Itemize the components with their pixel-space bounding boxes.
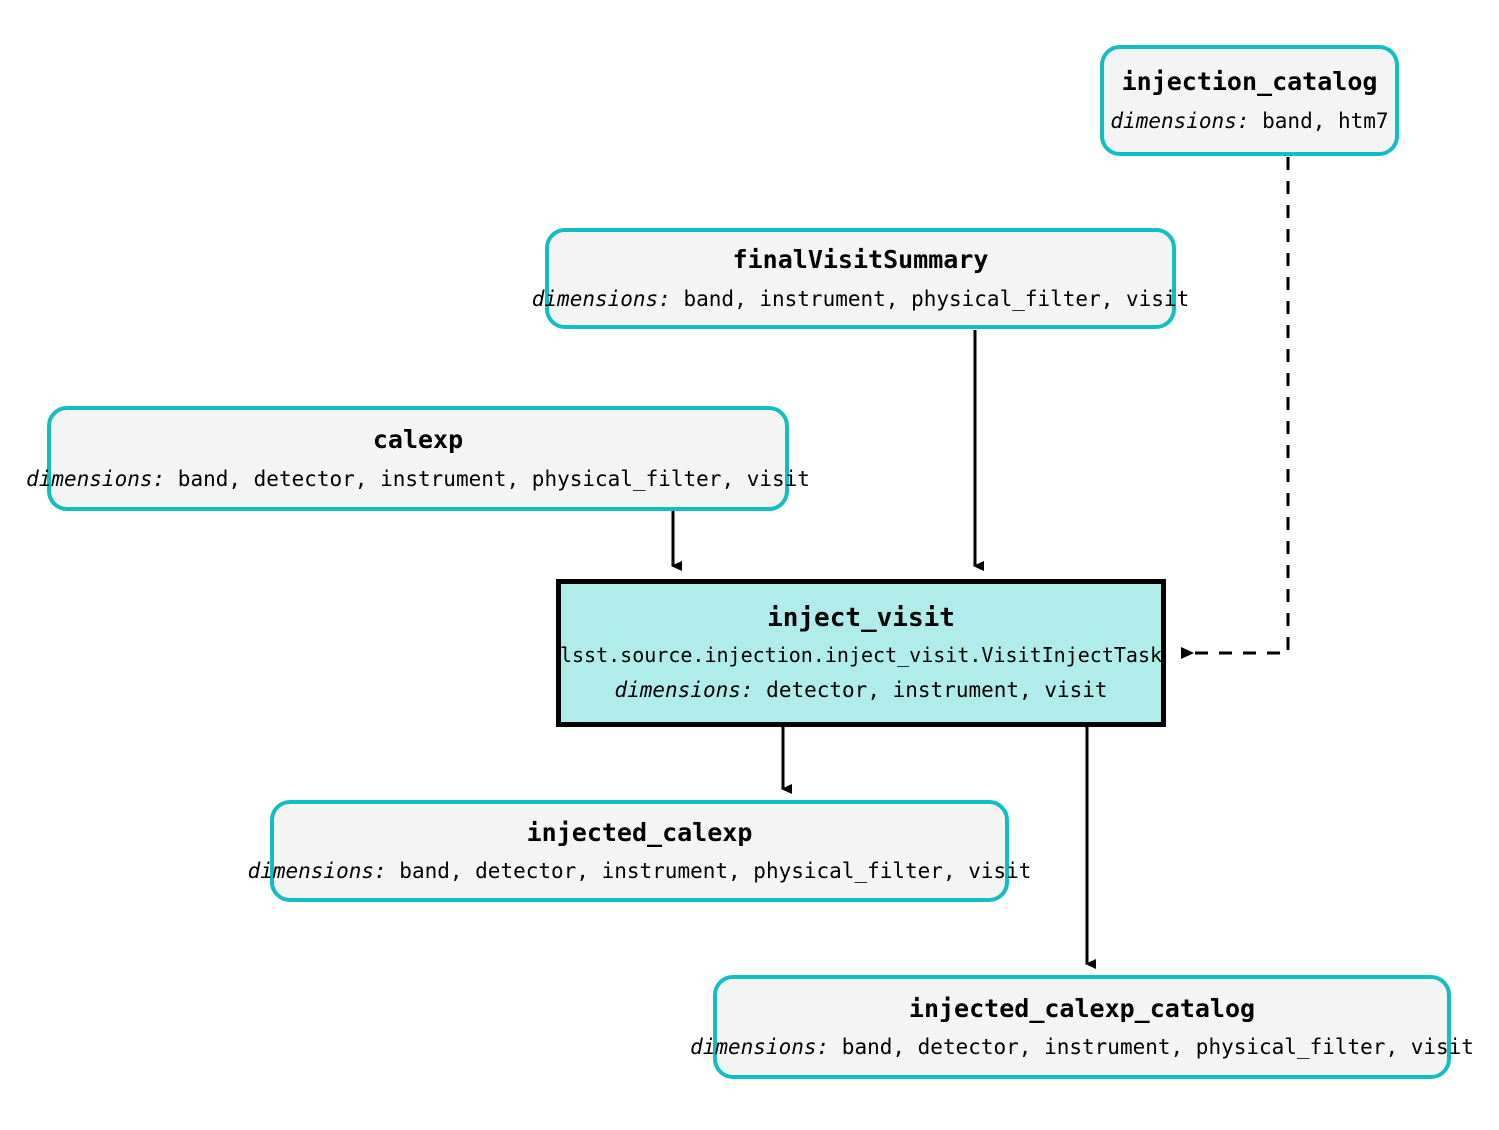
node-title: inject_visit: [767, 602, 955, 633]
dimensions-label: dimensions:: [531, 286, 671, 311]
dimensions-value: band, detector, instrument, physical_fil…: [399, 859, 1032, 884]
node-calexp[interactable]: calexp dimensions: band, detector, instr…: [26, 406, 810, 511]
node-injected-calexp[interactable]: injected_calexp dimensions: band, detect…: [248, 800, 1031, 902]
dimensions-label: dimensions:: [614, 678, 754, 703]
dimensions-value: band, instrument, physical_filter, visit: [683, 286, 1190, 311]
node-title: injected_calexp_catalog: [908, 993, 1256, 1023]
node-dimensions: dimensions: band, detector, instrument, …: [26, 467, 810, 491]
dimensions-value: band, htm7: [1262, 108, 1389, 133]
node-dimensions: dimensions: detector, instrument, visit: [614, 678, 1107, 702]
dimensions-value: band, detector, instrument, physical_fil…: [841, 1035, 1474, 1060]
node-dimensions: dimensions: band, detector, instrument, …: [690, 1035, 1474, 1059]
node-dimensions: dimensions: band, instrument, physical_f…: [532, 287, 1189, 311]
dimensions-label: dimensions:: [690, 1035, 830, 1060]
node-injection-catalog[interactable]: injection_catalog dimensions: band, htm7: [1100, 45, 1399, 156]
node-title: injected_calexp: [526, 817, 753, 847]
node-title: calexp: [372, 425, 464, 455]
dimensions-label: dimensions:: [1110, 108, 1250, 133]
node-class-name: lsst.source.injection.inject_visit.Visit…: [559, 643, 1163, 668]
node-title: injection_catalog: [1121, 67, 1378, 97]
node-injected-calexp-catalog[interactable]: injected_calexp_catalog dimensions: band…: [690, 975, 1474, 1079]
dimensions-label: dimensions:: [26, 466, 166, 491]
dimensions-value: band, detector, instrument, physical_fil…: [177, 466, 810, 491]
node-finalvisitsummary[interactable]: finalVisitSummary dimensions: band, inst…: [532, 228, 1189, 329]
node-title: finalVisitSummary: [732, 245, 989, 275]
node-inject-visit[interactable]: inject_visit lsst.source.injection.injec…: [556, 579, 1166, 727]
node-dimensions: dimensions: band, htm7: [1110, 109, 1388, 133]
edge-injection-catalog-to-inject-visit: [1181, 157, 1290, 659]
node-dimensions: dimensions: band, detector, instrument, …: [248, 859, 1032, 883]
dimensions-label: dimensions:: [247, 859, 387, 884]
dimensions-value: detector, instrument, visit: [766, 678, 1108, 703]
